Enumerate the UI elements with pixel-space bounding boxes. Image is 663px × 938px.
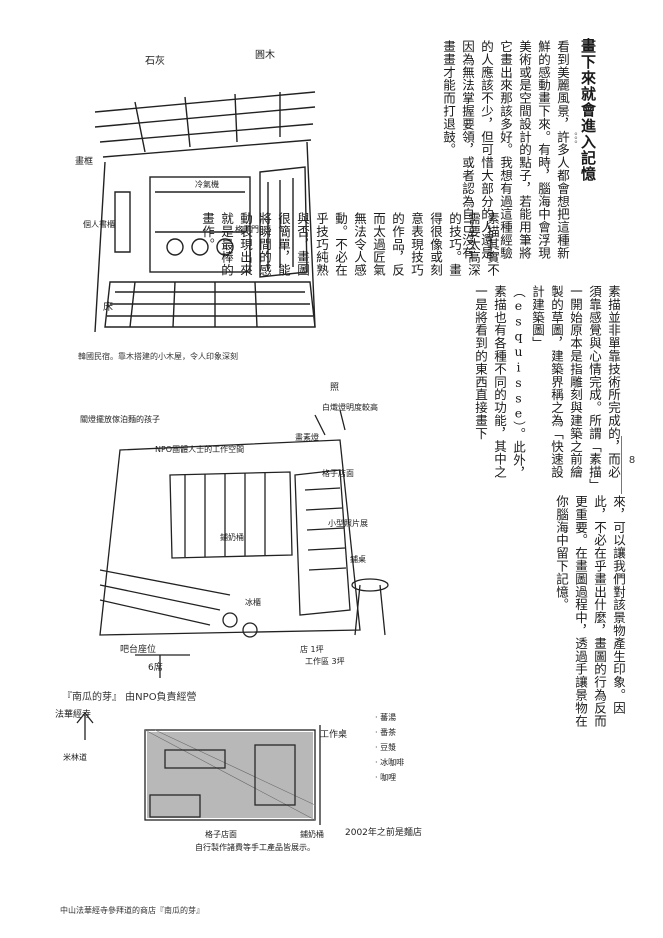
sketch3-label-5: 鋪奶桶 [300,829,324,839]
sketch2-label-4: 畫素燈 [295,432,319,442]
menu-item-0: ‧ 蕃湯 [375,712,396,722]
sketch1-label-0: 石灰 [145,54,165,67]
cafe-interior-sketch: 照 白熾燈明度較高 關燈擺放傢泊麵的孩子 NPO團體人士的工作空間 畫素燈 格子… [80,382,389,678]
sketch1-label-3: 冷氣機 [195,179,219,189]
menu-item-2: ‧ 豆漿 [375,742,396,752]
korean-room-sketch: 石灰 圓木 畫框 冷氣機 個人書櫃 格子門 床 [75,49,316,333]
sketch2-label-11: 店 1坪 [300,644,324,654]
paragraph-2-visible: 素描其實不需要太高深的技巧。畫得很像或刻意表現技巧的作品，反而太過匠氣無法令人感… [200,212,500,277]
paragraph-4: 來，可以讓我們對該景物產生印象。因此，不必在乎畫出什麼，畫圖的行為反而更重要。在… [554,495,626,728]
menu-item-3: ‧ 冰咖啡 [375,757,404,767]
sketch2-label-1: 白熾燈明度較高 [322,402,378,412]
sketch2-label-10: 冰櫃 [245,597,261,607]
sketch1-label-2: 畫框 [75,155,93,167]
sketch1-label-6: 床 [103,300,113,313]
sketch2-label-2: 關燈擺放傢泊麵的孩子 [80,414,160,424]
sketch2-label-9: 6席 [148,661,163,673]
sketch2-label-6: 小型照片展 [328,518,368,528]
sketch2-label-5: 格子店面 [322,468,354,478]
sketch3-label-2: 工作桌 [320,728,347,740]
sketch3-note: 2002年之前是麵店 [345,826,422,838]
floor-plan-sketch: 法華經寺 米林道 工作桌 格子店面 自行製作諸費等手工產品皆展示。 鋪奶桶 ‧ … [55,708,422,852]
sketch1-label-4: 個人書櫃 [83,219,115,229]
sketch2-label-12: 工作區 3坪 [305,656,345,666]
sketch3-label-1: 米林道 [63,752,87,762]
page-number: 8 [628,455,636,466]
paragraph-3: 素描並非單靠技術所完成的，而必須靠感覺與心情完成。所謂「素描」一開始原本是指雕刻… [473,285,621,486]
caption-bottom: 中山法華經寺參拜道的商店『南瓜的芽』 [60,906,204,915]
paragraph-1: 看到美麗風景，許多人都會想把這種新鮮的感動畫下來。有時，腦海中會浮現美術或是空間… [441,40,570,260]
menu-item-1: ‧ 番茶 [375,727,396,737]
page-divider [621,436,622,494]
sketch1-label-5: 格子門 [235,224,259,234]
sketch2-label-7: 鋪桌 [350,554,366,564]
sketch2-label-13: 鋪奶桶 [220,532,244,542]
menu-item-4: ‧ 咖哩 [375,772,396,782]
sketch1-label-1: 圓木 [255,49,275,61]
sketch2-label-3: NPO團體人士的工作空間 [155,444,244,454]
sketch2-label-0: 照 [330,382,339,393]
caption-top: 韓國民宿。靠木搭建的小木屋，令人印象深刻 [78,352,238,361]
sketch3-label-3: 格子店面 [205,829,237,839]
sketch3-label-4: 自行製作諸費等手工產品皆展示。 [195,842,315,852]
title-dots: 。。。 [569,132,578,148]
sketch2-label-8: 吧台座位 [120,643,156,655]
article-title: 畫下來就會進入記憶 [579,38,597,182]
sketch3-label-0: 法華經寺 [55,708,91,720]
shop-title: 『南瓜的芽』 由NPO負責經營 [62,692,197,703]
